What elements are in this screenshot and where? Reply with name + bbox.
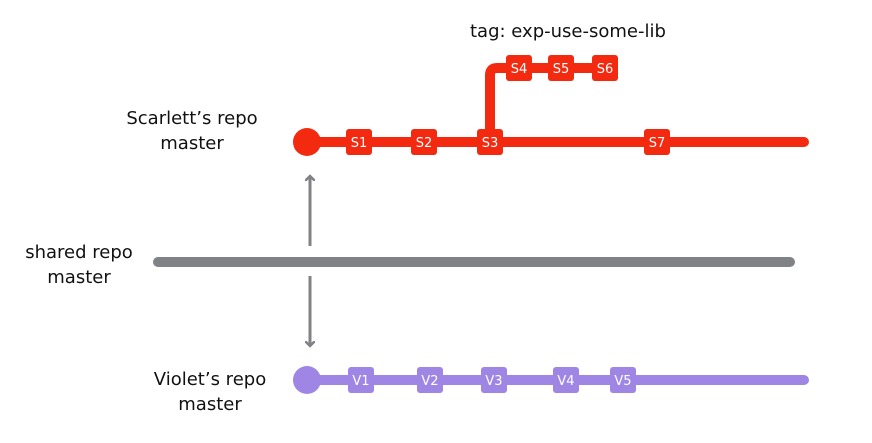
commit-box	[553, 367, 579, 393]
commit-s2: S2	[411, 129, 437, 155]
commit-label: V4	[557, 374, 574, 389]
scarlett-repo-label: Scarlett’s repo master	[112, 106, 272, 156]
shared-repo-name: shared repo	[25, 242, 133, 263]
commit-v3: V3	[481, 367, 507, 393]
commit-box	[417, 367, 443, 393]
scarlett-branch-name: master	[160, 133, 224, 154]
commit-v1: V1	[348, 367, 374, 393]
scarlett-tag-branch-line	[485, 63, 610, 147]
commit-box	[477, 129, 503, 155]
commit-box	[644, 129, 670, 155]
commit-label: V2	[421, 374, 438, 389]
violet-repo-name: Violet’s repo	[153, 369, 267, 390]
commit-box	[481, 367, 507, 393]
commit-label: V1	[352, 374, 369, 389]
commit-box	[411, 129, 437, 155]
commit-box	[610, 367, 636, 393]
commit-s3: S3	[477, 129, 503, 155]
shared-repo-label: shared repo master	[0, 240, 158, 290]
violet-branch-name: master	[178, 394, 242, 415]
commit-label: S4	[511, 62, 528, 77]
commit-box	[346, 129, 372, 155]
scarlett-repo-name: Scarlett’s repo	[126, 108, 258, 129]
commit-s5: S5	[548, 55, 574, 81]
commit-label: V5	[614, 374, 631, 389]
commit-label: S7	[649, 136, 666, 151]
commit-label: S1	[351, 136, 368, 151]
commit-label: S5	[553, 62, 570, 77]
commit-v5: V5	[610, 367, 636, 393]
commit-s4: S4	[506, 55, 532, 81]
scarlett-master-start-node	[293, 128, 321, 156]
commit-label: S3	[482, 136, 499, 151]
commit-v4: V4	[553, 367, 579, 393]
commit-label: S2	[416, 136, 433, 151]
commit-s6: S6	[592, 55, 618, 81]
tag-name: tag: exp-use-some-lib	[470, 21, 666, 42]
commit-v2: V2	[417, 367, 443, 393]
violet-repo-label: Violet’s repo master	[130, 367, 290, 417]
commit-s7: S7	[644, 129, 670, 155]
tag-label: tag: exp-use-some-lib	[470, 19, 730, 44]
violet-master-start-node	[293, 366, 321, 394]
commit-label: V3	[485, 374, 502, 389]
shared-branch-name: master	[47, 267, 111, 288]
commit-label: S6	[597, 62, 614, 77]
commit-box	[506, 55, 532, 81]
commit-s1: S1	[346, 129, 372, 155]
commit-box	[548, 55, 574, 81]
commit-box	[592, 55, 618, 81]
commit-box	[348, 367, 374, 393]
